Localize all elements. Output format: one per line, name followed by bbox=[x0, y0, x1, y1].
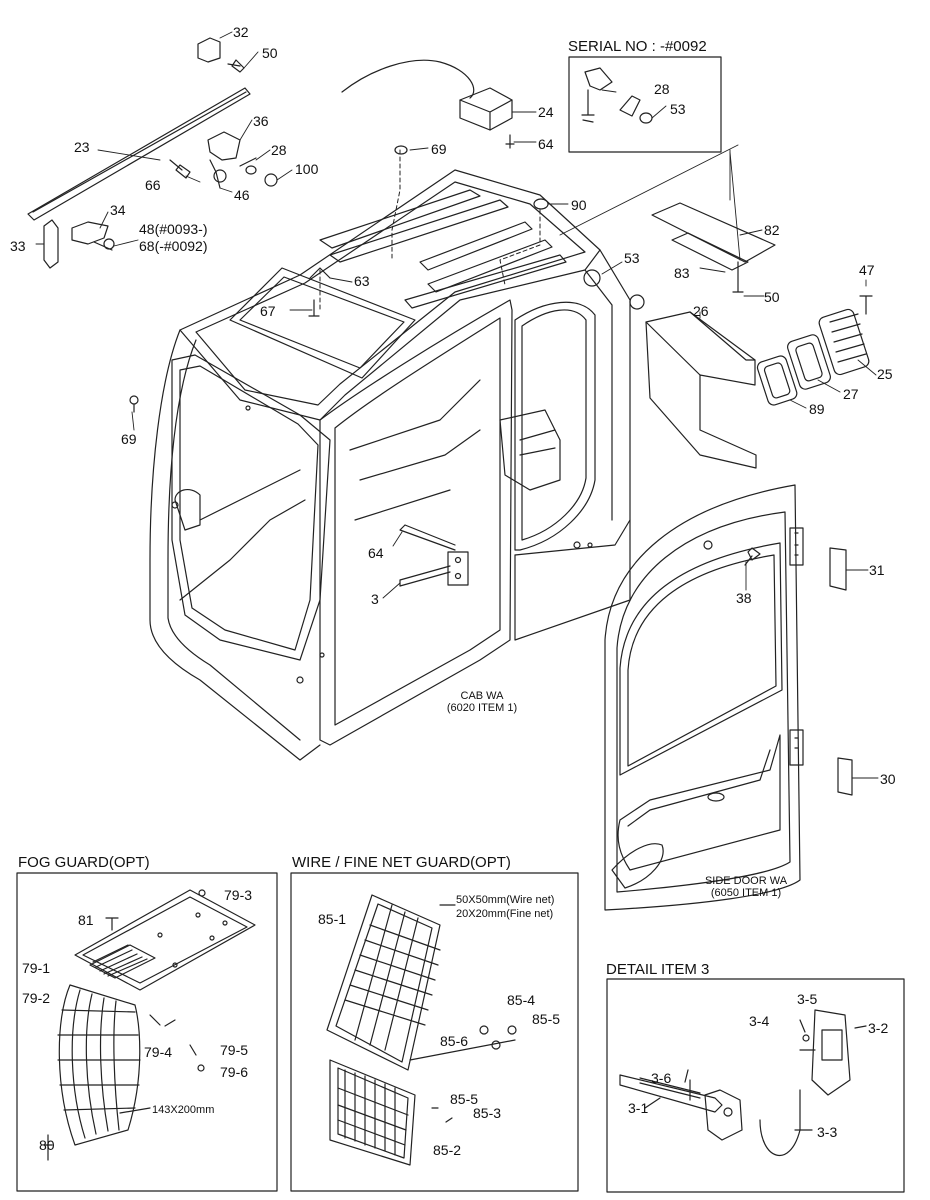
net-label-85-3: 85-3 bbox=[473, 1105, 502, 1121]
fog-label-79-1: 79-1 bbox=[22, 960, 51, 976]
detail-3-art bbox=[619, 1009, 867, 1157]
part-label-50-right: 50 bbox=[764, 289, 780, 305]
net-label-wire-net: 50X50mm(Wire net) bbox=[456, 894, 555, 906]
detail-label-3-4: 3-4 bbox=[749, 1013, 770, 1029]
part-label-63: 63 bbox=[354, 273, 370, 289]
part-label-47: 47 bbox=[859, 262, 875, 278]
part-label-32: 32 bbox=[233, 24, 249, 40]
part-label-64-mid: 64 bbox=[368, 545, 384, 561]
net-label-85-6: 85-6 bbox=[440, 1033, 469, 1049]
part-label-67: 67 bbox=[260, 303, 276, 319]
net-guard-title: WIRE / FINE NET GUARD(OPT) bbox=[292, 854, 511, 871]
fog-label-79-2: 79-2 bbox=[22, 990, 51, 1006]
serial-box bbox=[568, 56, 722, 153]
detail-label-3-2: 3-2 bbox=[868, 1020, 889, 1036]
fog-label-79-5: 79-5 bbox=[220, 1042, 249, 1058]
part-label-26: 26 bbox=[693, 303, 709, 319]
net-label-85-4: 85-4 bbox=[507, 992, 536, 1008]
part-label-23: 23 bbox=[74, 139, 90, 155]
net-guard-box bbox=[290, 872, 579, 1192]
serial-part-53: 53 bbox=[670, 101, 686, 117]
detail-label-3-6: 3-6 bbox=[651, 1070, 672, 1086]
part-label-68: 68(-#0092) bbox=[139, 238, 208, 254]
part-label-34: 34 bbox=[110, 202, 126, 218]
part-label-36: 36 bbox=[253, 113, 269, 129]
detail-label-3-1: 3-1 bbox=[628, 1100, 649, 1116]
serial-part-28: 28 bbox=[654, 81, 670, 97]
net-label-85-5-upper: 85-5 bbox=[532, 1011, 561, 1027]
fog-guard-box bbox=[16, 872, 278, 1192]
part-label-89: 89 bbox=[809, 401, 825, 417]
net-label-85-1: 85-1 bbox=[318, 911, 347, 927]
part-label-69-left: 69 bbox=[121, 431, 137, 447]
cab-caption-line1: CAB WA bbox=[460, 690, 504, 702]
detail-label-3-5: 3-5 bbox=[797, 991, 818, 1007]
fog-label-79-4: 79-4 bbox=[144, 1044, 173, 1060]
net-label-85-5-lower: 85-5 bbox=[450, 1091, 479, 1107]
detail-3-title: DETAIL ITEM 3 bbox=[606, 961, 710, 978]
cab-frame bbox=[149, 169, 631, 761]
net-label-fine-net: 20X20mm(Fine net) bbox=[456, 908, 554, 920]
part-label-38: 38 bbox=[736, 590, 752, 606]
part-label-69-top: 69 bbox=[431, 141, 447, 157]
right-parts bbox=[583, 202, 873, 469]
mid-parts bbox=[129, 145, 549, 587]
part-label-31: 31 bbox=[869, 562, 885, 578]
part-label-66: 66 bbox=[145, 177, 161, 193]
part-label-33: 33 bbox=[10, 238, 26, 254]
detail-label-3-3: 3-3 bbox=[817, 1124, 838, 1140]
door-caption-line1: SIDE DOOR WA bbox=[704, 875, 788, 887]
net-label-85-2: 85-2 bbox=[433, 1142, 462, 1158]
cab-caption-line2: (6020 ITEM 1) bbox=[446, 702, 518, 714]
serial-box-frame bbox=[569, 57, 721, 152]
fog-guard-art bbox=[44, 889, 256, 1161]
part-label-100: 100 bbox=[295, 161, 319, 177]
part-label-28: 28 bbox=[271, 142, 287, 158]
fog-label-80: 80 bbox=[39, 1137, 55, 1153]
door-caption-line2: (6050 ITEM 1) bbox=[710, 887, 782, 899]
part-label-46: 46 bbox=[234, 187, 250, 203]
side-door bbox=[604, 484, 853, 911]
left-hardware bbox=[27, 37, 278, 269]
part-label-90: 90 bbox=[571, 197, 587, 213]
cable-24 bbox=[341, 59, 515, 149]
part-label-83: 83 bbox=[674, 265, 690, 281]
part-label-24: 24 bbox=[538, 104, 554, 120]
part-label-48: 48(#0093-) bbox=[139, 221, 208, 237]
net-guard-art bbox=[326, 894, 517, 1166]
fog-label-79-3: 79-3 bbox=[224, 887, 253, 903]
part-label-27: 27 bbox=[843, 386, 859, 402]
detail-3-box bbox=[606, 978, 905, 1193]
fog-label-mesh-size: 143X200mm bbox=[152, 1104, 215, 1116]
part-label-25: 25 bbox=[877, 366, 893, 382]
fog-label-81: 81 bbox=[78, 912, 94, 928]
part-label-82: 82 bbox=[764, 222, 780, 238]
part-label-3: 3 bbox=[371, 591, 379, 607]
part-label-64-top: 64 bbox=[538, 136, 554, 152]
part-label-50: 50 bbox=[262, 45, 278, 61]
fog-label-79-6: 79-6 bbox=[220, 1064, 249, 1080]
fog-guard-title: FOG GUARD(OPT) bbox=[18, 854, 150, 871]
serial-title: SERIAL NO : -#0092 bbox=[568, 38, 707, 55]
part-label-30: 30 bbox=[880, 771, 896, 787]
part-label-53: 53 bbox=[624, 250, 640, 266]
